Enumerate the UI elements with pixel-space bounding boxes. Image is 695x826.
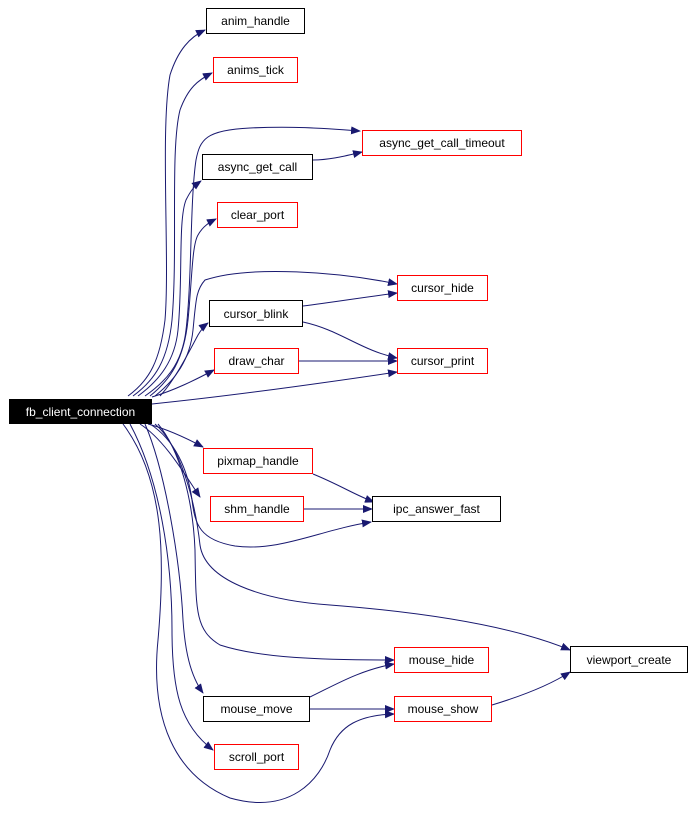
node-cursor_blink[interactable]: cursor_blink [209,300,303,327]
node-label: cursor_print [410,354,475,368]
node-label: shm_handle [224,502,290,516]
node-label: scroll_port [228,750,285,764]
node-cursor_hide[interactable]: cursor_hide [397,275,488,301]
node-anim_handle[interactable]: anim_handle [206,8,305,34]
node-label: async_get_call [217,160,298,174]
node-label: ipc_answer_fast [393,502,480,516]
edge-pixmap_handle-ipc_answer_fast [312,473,375,503]
edge-fb_client_connection-draw_char [151,369,215,398]
node-draw_char[interactable]: draw_char [214,348,299,374]
node-label: anim_handle [221,14,290,28]
edge-async_get_call-async_get_call_timeout [312,150,363,161]
node-label: mouse_move [220,702,293,716]
edge-fb_client_connection-cursor_hide [154,270,398,397]
node-label: viewport_create [586,652,672,667]
node-anims_tick[interactable]: anims_tick [213,57,298,83]
edge-fb_client_connection-clear_port [149,218,217,397]
edge-fb_client_connection-anims_tick [132,72,213,397]
node-clear_port[interactable]: clear_port [217,202,298,228]
node-label: clear_port [230,208,285,222]
node-label: pixmap_handle [217,454,299,468]
edge-mouse_move-mouse_hide [309,661,395,698]
node-mouse_hide[interactable]: mouse_hide [394,647,489,673]
node-cursor_print[interactable]: cursor_print [397,348,488,374]
edge-fb_client_connection-cursor_print [151,369,398,405]
edge-fb_client_connection-viewport_create [154,423,571,651]
node-label: mouse_hide [408,653,475,667]
node-viewport_create[interactable]: viewport_create [570,646,688,673]
edge-fb_client_connection-mouse_move [144,423,204,694]
edge-fb_client_connection-mouse_show [122,423,395,803]
edge-fb_client_connection-anim_handle [127,29,206,397]
node-label: fb_client_connection [25,404,136,419]
node-label: draw_char [228,354,285,368]
edge-fb_client_connection-scroll_port [129,423,214,751]
node-label: cursor_hide [411,281,474,295]
node-async_get_call_timeout[interactable]: async_get_call_timeout [362,130,522,156]
node-label: cursor_blink [223,306,289,321]
node-scroll_port[interactable]: scroll_port [214,744,299,770]
node-label: mouse_show [407,702,479,716]
node-label: async_get_call_timeout [379,136,505,150]
node-async_get_call[interactable]: async_get_call [202,154,313,180]
node-fb_client_connection[interactable]: fb_client_connection [9,399,152,424]
edge-fb_client_connection-ipc_answer_fast [149,423,372,548]
edge-cursor_blink-cursor_print [302,321,398,361]
edge-layer [122,29,571,803]
node-label: anims_tick [227,63,284,77]
node-shm_handle[interactable]: shm_handle [210,496,304,522]
edge-cursor_blink-cursor_hide [302,290,398,307]
edge-fb_client_connection-cursor_blink [159,322,209,397]
edge-fb_client_connection-pixmap_handle [147,423,204,448]
edge-fb_client_connection-mouse_hide [157,423,395,664]
node-mouse_show[interactable]: mouse_show [394,696,492,722]
edge-fb_client_connection-async_get_call [137,180,202,397]
node-ipc_answer_fast[interactable]: ipc_answer_fast [372,496,501,522]
node-pixmap_handle[interactable]: pixmap_handle [203,448,313,474]
edge-mouse_show-viewport_create [491,671,571,706]
node-mouse_move[interactable]: mouse_move [203,696,310,722]
